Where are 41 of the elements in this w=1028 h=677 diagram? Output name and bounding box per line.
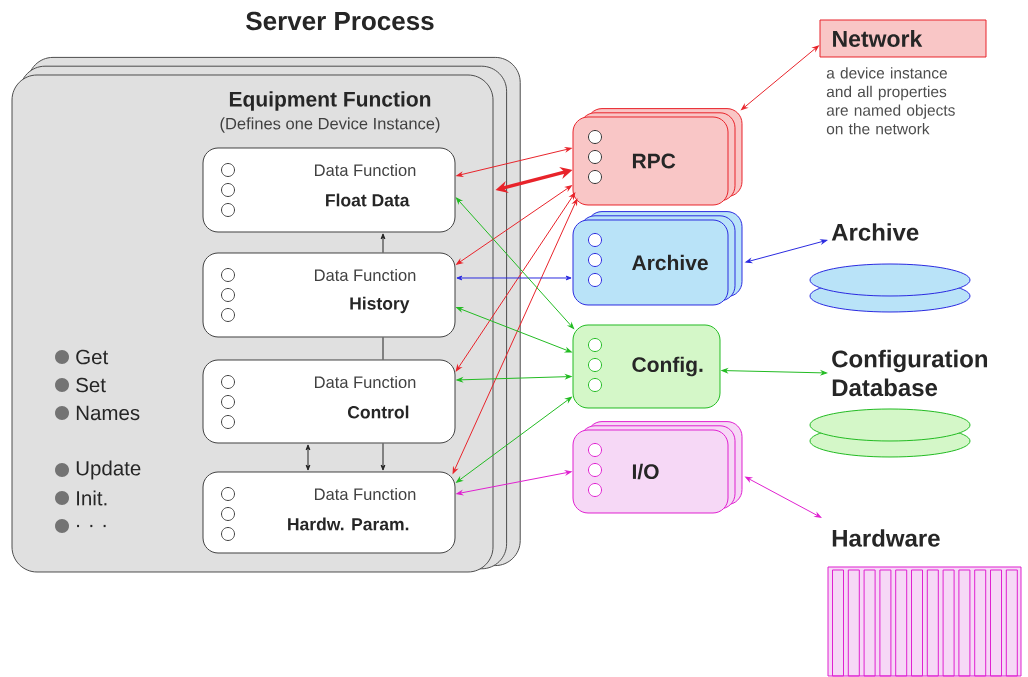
- module-box: Archive: [572, 211, 743, 306]
- module-box: I/O: [572, 421, 743, 514]
- title: Server Process: [246, 11, 434, 31]
- bullet-item: . . .: [55, 519, 106, 533]
- bullet-item: Get: [55, 349, 109, 365]
- arrow: [380, 443, 386, 471]
- bullet-item: Set: [55, 377, 106, 393]
- arrow: [380, 233, 386, 253]
- arrow: [456, 396, 572, 483]
- bullet-item: Update: [55, 460, 141, 480]
- data-function-box: Data Function History: [202, 252, 456, 338]
- arrow: [455, 197, 575, 329]
- arrow: [456, 185, 572, 265]
- node-label: Configuration Database: [832, 349, 988, 397]
- node-label: Hardware: [832, 529, 940, 547]
- box-heading: Equipment Function (Defines one Device Instance): [220, 91, 440, 133]
- arrow: [452, 198, 578, 474]
- arrow: [455, 192, 576, 372]
- node-label: Archive: [831, 223, 919, 241]
- arrow: [456, 374, 572, 383]
- archive-disk: Archive: [809, 223, 971, 313]
- arrow: [456, 307, 572, 353]
- arrow: [305, 444, 311, 471]
- arrow: [745, 239, 828, 264]
- data-function-box: Data Function Hardw. Param.: [202, 471, 456, 554]
- note-text: a device instance and all properties are named objects on the network: [826, 67, 955, 135]
- arrow: [721, 368, 828, 376]
- database-disk: Configuration Database: [809, 349, 988, 458]
- hardware-rack: Hardware: [827, 529, 1022, 677]
- module-box: RPC: [572, 108, 743, 206]
- arrow: [456, 147, 572, 177]
- network-box: Network: [819, 19, 987, 58]
- arrow: [741, 45, 819, 111]
- module-box: Config.: [572, 324, 721, 409]
- arrow: [456, 470, 572, 496]
- data-function-box: Data Function Float Data: [202, 147, 456, 233]
- arrow: [456, 275, 572, 281]
- arrow: [745, 476, 822, 518]
- bullet-item: Names: [55, 405, 140, 421]
- bullet-item: Init.: [55, 490, 107, 506]
- data-function-box: Data Function Control: [202, 359, 456, 444]
